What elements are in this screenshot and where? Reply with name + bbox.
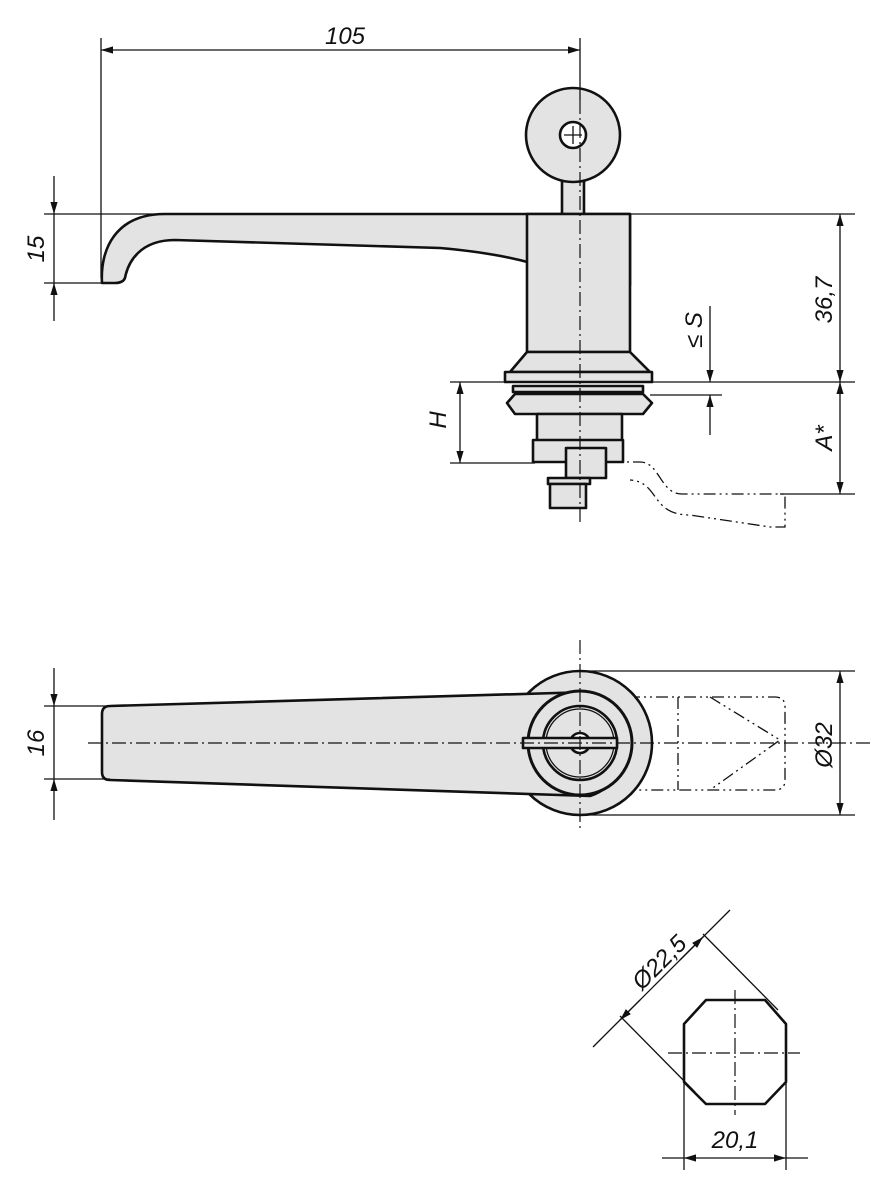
dim-label-32: Ø32 <box>811 722 838 768</box>
dim-label-h: H <box>425 411 452 429</box>
dim-label-15: 15 <box>23 235 50 262</box>
hex-nut <box>505 392 654 416</box>
dim-label-105: 105 <box>325 23 366 50</box>
dim-label-36-7: 36,7 <box>811 275 838 323</box>
dim-15: 15 <box>23 176 160 321</box>
dim-a: A* <box>780 382 855 495</box>
dim-label-22-5: Ø22,5 <box>626 930 692 996</box>
cam-phantom <box>605 461 786 528</box>
dim-label-16: 16 <box>23 729 50 756</box>
key-head <box>524 86 622 218</box>
top-view <box>88 640 874 830</box>
dim-label-s: ≤ S <box>681 312 708 348</box>
dim-s: ≤ S <box>650 306 722 435</box>
dim-36-7: 36,7 <box>450 213 855 383</box>
lever-handle <box>100 212 632 287</box>
dim-h: H <box>425 382 535 464</box>
dim-105: 105 <box>100 23 581 278</box>
dim-20-1: 20,1 <box>662 1082 808 1170</box>
panel-cutout <box>668 990 800 1115</box>
dim-32: Ø32 <box>580 670 855 816</box>
dim-label-a: A* <box>811 425 838 453</box>
dim-16: 16 <box>23 668 110 820</box>
side-view <box>100 86 786 528</box>
lock-body <box>525 212 632 354</box>
dim-label-20-1: 20,1 <box>711 1127 759 1154</box>
